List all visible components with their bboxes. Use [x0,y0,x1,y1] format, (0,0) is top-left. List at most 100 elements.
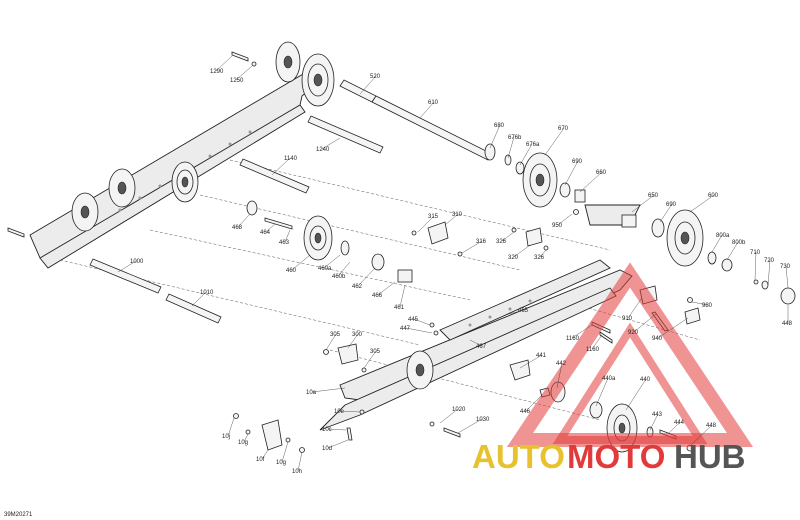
callout-c1240: 1240 [316,147,330,153]
callout-c468: 468 [232,225,243,231]
callout-leader-c710 [754,251,757,281]
callout-c465: 465 [518,308,529,314]
callout-leader-c980 [691,301,709,306]
idler-wheel [71,192,99,232]
callout-c800b: 800b [732,240,746,246]
callout-leader-c1000 [117,260,137,273]
callout-leader-c467 [469,339,483,347]
callout-leader-c660 [579,171,603,193]
callout-c676b: 676b [508,135,522,141]
callout-c1290: 1290 [210,69,224,75]
callout-leader-c10j [227,417,235,437]
callout-c466: 466 [372,293,383,299]
callout-c920: 920 [628,330,639,336]
callout-c460b: 460b [332,274,346,280]
callout-c316: 316 [476,239,487,245]
callout-leader-c305b [363,350,377,369]
callout-leader-c1140 [271,157,291,176]
figure-code: 39M20271 [4,512,33,518]
callout-c1160a: 1160 [566,336,580,342]
callout-leader-c442 [556,362,563,389]
callout-leader-c1020 [439,408,459,424]
callout-leader-c440a [595,377,609,407]
callout-leader-c920 [633,313,657,333]
callout-leader-c1010 [191,291,207,307]
callout-c676a: 676a [526,142,540,148]
shaft [239,158,310,194]
callout-leader-c690b [659,203,673,223]
callout-c447: 447 [400,326,411,332]
callout-leader-c465 [504,309,525,316]
callout-c442: 442 [556,361,567,367]
right-slide-rail [319,204,641,431]
callout-c10d: 10d [322,446,332,452]
watermark-word-auto: AUTO [472,438,565,475]
callout-c1020: 1020 [452,407,466,413]
idler-wheel [301,53,335,107]
callout-c1140: 1140 [284,156,298,162]
callout-leader-c466 [377,281,396,296]
callout-c310: 310 [452,212,463,218]
callout-leader-c10a [311,387,346,393]
callout-leader-c10h [297,451,303,472]
callout-c670: 670 [558,126,569,132]
callout-c600: 600 [708,193,719,199]
callout-c441: 441 [536,353,547,359]
callout-c690b: 690 [666,202,677,208]
callout-leader-c305a [325,333,337,351]
callout-leader-c670 [544,127,565,156]
callout-leader-c800a [711,234,723,253]
callout-c300: 300 [352,332,363,338]
callout-leader-c300 [347,333,359,349]
callout-c305b: 305 [370,349,381,355]
watermark: AUTO MOTO HUB [472,262,754,475]
shaft [165,293,222,324]
callout-c10gb: 10g [276,460,286,466]
callout-c320: 320 [508,255,519,261]
callout-c910: 910 [622,316,633,322]
watermark-word-hub: HUB [674,438,746,475]
callout-c680: 680 [494,123,505,129]
bracket-320 [525,227,543,247]
callout-c315: 315 [428,214,439,220]
callout-c462: 462 [352,284,363,290]
callout-c461: 461 [394,305,405,311]
callout-c446: 446 [520,409,531,415]
callout-c10c: 10c [322,427,332,433]
callout-c1030: 1030 [476,417,490,423]
left-slide-rail [29,41,335,269]
bracket-10f [261,419,283,451]
callout-leader-c445 [413,318,431,326]
callout-c1000: 1000 [130,259,144,265]
idler-wheel [171,161,199,203]
callout-leader-c316 [461,240,483,254]
callout-leader-c468 [237,213,251,228]
callout-c10h: 10h [292,469,302,475]
callout-c980: 980 [702,303,713,309]
callout-c730: 730 [780,264,791,270]
callout-leader-c950 [557,213,573,226]
callout-leader-c10e [339,410,361,413]
callout-leader-c447 [405,327,433,334]
callout-leader-c676b [507,136,515,159]
callout-leader-c520 [359,75,377,95]
callout-c443: 443 [652,412,663,418]
shaft [89,258,162,294]
wheel-assembly-670 [484,143,586,208]
callout-leader-c720 [767,259,771,286]
callout-leader-c1240 [321,137,341,150]
callout-leader-c1160a [571,324,593,339]
shaft [307,115,384,154]
callout-c444: 444 [674,420,685,426]
callout-leader-c310 [444,213,459,226]
callout-c10g: 10g [238,440,248,446]
callout-leader-c460 [291,254,311,271]
callout-leader-c10d [327,439,349,449]
callout-c720: 720 [764,258,775,264]
callout-leader-c690a [564,160,579,186]
callout-leader-c315 [417,215,435,233]
callout-leader-c320 [513,244,531,258]
callout-leader-c730 [785,265,789,289]
